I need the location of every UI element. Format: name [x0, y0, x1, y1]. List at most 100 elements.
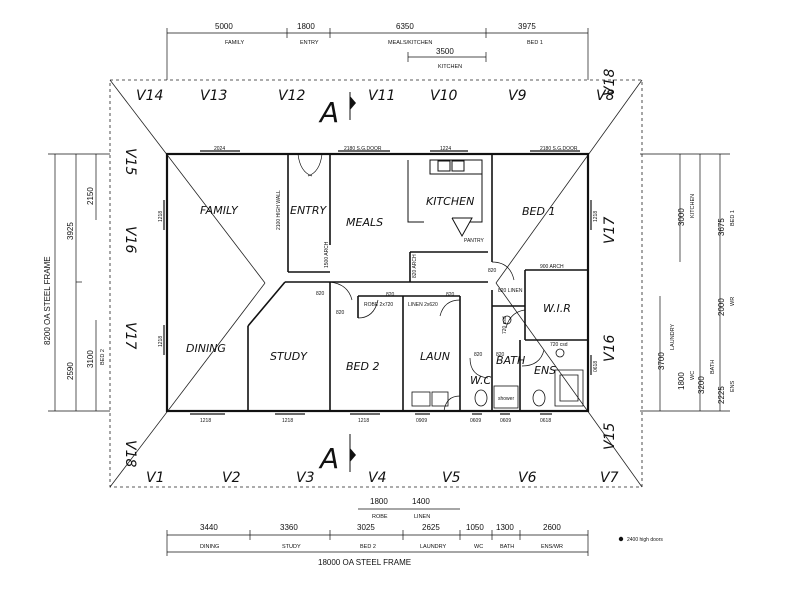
window-label-bottom: 0609 — [500, 418, 511, 424]
window-label-top: 2180 S.G.DOOR — [540, 146, 578, 152]
v-label: V13 — [200, 88, 227, 104]
left-dimensions: 8200 OA STEEL FRAME 3925 2150 2590 3100 … — [43, 187, 106, 380]
top-dim-bed1: BED 1 — [527, 40, 543, 46]
door-label: 820 — [386, 292, 395, 298]
note-arch-1500: 1500 ARCH — [324, 241, 330, 268]
bottom-dim-label: ENS/WR — [541, 544, 563, 550]
room-bed2: BED 2 — [346, 360, 379, 373]
door-label: 820 — [446, 292, 455, 298]
left-dim-bed2: BED 2 — [100, 349, 106, 365]
dimension-lines — [48, 28, 730, 556]
room-study: STUDY — [270, 350, 308, 363]
bottom-dim-label: STUDY — [282, 544, 301, 550]
top-dim-3500: 3500 — [436, 47, 454, 56]
top-dimensions: 5000 FAMILY 1800 ENTRY 6350 MEALS/KITCHE… — [215, 22, 543, 70]
window-labels: 2024 2180 S.G.DOOR 1224 2180 S.G.DOOR 12… — [158, 146, 599, 424]
left-dim-3925: 3925 — [66, 222, 75, 240]
left-dim-overall: 8200 OA STEEL FRAME — [43, 256, 52, 345]
v-label: V8 — [596, 88, 615, 104]
note-linen-820: 820 LINEN — [498, 288, 523, 294]
window-markers — [163, 150, 592, 415]
v-labels: V14 V13 V12 V11 V10 V9 V8 V1 V2 V3 V4 V5… — [122, 69, 619, 486]
room-shower: shower — [498, 396, 514, 402]
top-dim-family: FAMILY — [225, 40, 244, 46]
right-dimensions: 3000 KITCHEN 3675 BED 1 2000 WR 3700 LAU… — [657, 194, 736, 404]
fixtures — [411, 315, 584, 409]
kitchen-benches — [407, 159, 483, 238]
room-labels: FAMILY ENTRY MEALS KITCHEN BED 1 DINING … — [186, 195, 571, 402]
right-dim-3200: 3200 — [697, 376, 706, 394]
bottom-dim-label: BED 2 — [360, 544, 376, 550]
v-label: V15 — [602, 423, 618, 450]
top-dim-entry: ENTRY — [300, 40, 319, 46]
left-dim-2590: 2590 — [66, 362, 75, 380]
window-label-bottom: 1218 — [200, 418, 211, 424]
window-label-top: 1224 — [440, 146, 451, 152]
room-dining: DINING — [186, 342, 226, 355]
door-label: 820 — [488, 268, 497, 274]
v-label: V16 — [602, 335, 618, 362]
note-high-wall: 2100 HIGH WALL — [276, 190, 282, 230]
window-label-top: 2024 — [214, 146, 225, 152]
window-label-left: 1218 — [158, 211, 164, 222]
bottom-dim-value: 3025 — [357, 523, 375, 532]
plan-notes: 2100 HIGH WALL 1500 ARCH 820 ARCH 900 AR… — [276, 190, 663, 543]
right-dim-3675: 3675 — [717, 218, 726, 236]
bottom-dim-label: LAUNDRY — [420, 544, 447, 550]
top-dim-1800: 1800 — [297, 22, 315, 31]
top-dim-6350: 6350 — [396, 22, 414, 31]
left-dim-2150: 2150 — [86, 187, 95, 205]
v-label: V18 — [122, 440, 138, 467]
right-dim-2225: 2225 — [717, 386, 726, 404]
right-dim-3700: 3700 — [657, 352, 666, 370]
door-label: 820 — [474, 352, 483, 358]
room-bed1: BED 1 — [522, 205, 555, 218]
note-csd-720b: 720 csd — [550, 342, 568, 348]
internal-walls — [247, 154, 588, 411]
bottom-dim-value: 1050 — [466, 523, 484, 532]
right-dim-wc: WC — [690, 371, 696, 380]
door-label: 820 — [496, 352, 505, 358]
room-pantry: PANTRY — [464, 238, 484, 244]
right-dim-ens: ENS — [730, 380, 736, 392]
v-label: V1 — [146, 470, 164, 486]
room-ens: ENS — [534, 364, 556, 377]
window-label-bottom: 1218 — [358, 418, 369, 424]
room-meals: MEALS — [346, 216, 383, 229]
window-label-right: 0618 — [593, 361, 599, 372]
right-dim-bed1: BED 1 — [730, 210, 736, 226]
v-label: V5 — [442, 470, 461, 486]
window-label-bottom: 0609 — [470, 418, 481, 424]
right-dim-bath: BATH — [710, 360, 716, 374]
bottom-dim-linen-label: LINEN — [414, 514, 430, 520]
v-label: V14 — [136, 88, 163, 104]
room-wc: W.C — [470, 374, 491, 387]
bottom-dim-value: 2600 — [543, 523, 561, 532]
door-label: 820 — [316, 291, 325, 297]
v-label: V17 — [122, 322, 138, 349]
v-label: V16 — [122, 226, 138, 253]
note-arch-820: 820 ARCH — [412, 254, 418, 278]
v-label: V18 — [602, 69, 618, 96]
window-label-right: 1218 — [593, 211, 599, 222]
bottom-dimensions: 1800 ROBE 1400 LINEN 3440 DINING 3360 ST… — [200, 497, 563, 567]
bottom-dim-label: WC — [474, 544, 483, 550]
window-label-left: 1218 — [158, 336, 164, 347]
door-swings — [297, 153, 545, 412]
v-label: V17 — [602, 217, 618, 244]
note-robe: ROBE 2x720 — [364, 302, 393, 308]
top-dim-3975: 3975 — [518, 22, 536, 31]
v-label: V6 — [518, 470, 537, 486]
top-dim-kitchen: KITCHEN — [438, 64, 462, 70]
right-dim-laundry: LAUNDRY — [670, 323, 676, 350]
v-label: V4 — [368, 470, 386, 486]
v-label: V15 — [122, 148, 138, 175]
door-label: 820 — [336, 310, 345, 316]
room-laun: LAUN — [420, 350, 450, 363]
bottom-dim-value: 2625 — [422, 523, 440, 532]
right-dim-wr: WR — [730, 297, 736, 306]
note-csd-720a: 720 csd — [502, 316, 508, 334]
section-markers: A A — [318, 92, 356, 475]
bottom-dim-value: 3440 — [200, 523, 218, 532]
